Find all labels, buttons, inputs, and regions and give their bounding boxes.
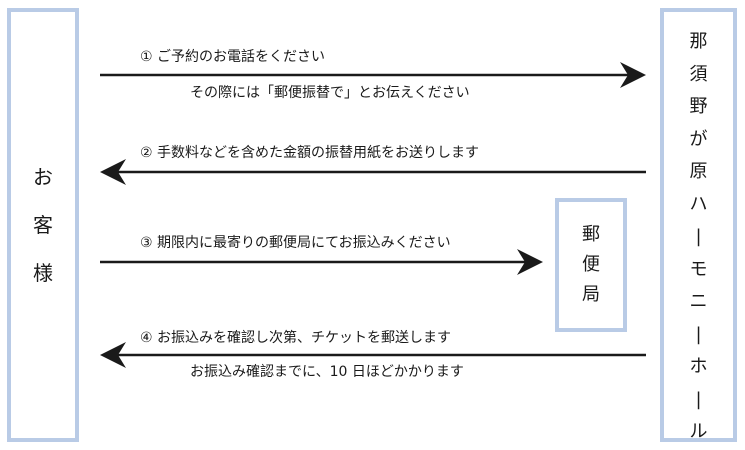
hall-label-char: 那 xyxy=(689,31,708,52)
step-3-label: ③ 期限内に最寄りの郵便局にてお振込みください xyxy=(140,235,451,251)
step-1-note: その際には「郵便振替で」とお伝えください xyxy=(190,85,470,101)
step-4-label: ④ お振込みを確認し次第、チケットを郵送します xyxy=(140,330,451,346)
post-office-box: 郵便局 xyxy=(555,198,627,332)
customer-label-char: 様 xyxy=(33,261,53,285)
customer-label-char: 客 xyxy=(33,213,53,237)
post-office-label-char: 便 xyxy=(582,254,600,275)
hall-label-char: ホ xyxy=(689,356,708,377)
hall-label-char: 須 xyxy=(689,63,708,85)
hall-box: 那須野が原ハ | モニ | ホ | ル xyxy=(660,8,737,442)
hall-label-char: モ xyxy=(689,258,708,280)
hall-label-char: | xyxy=(695,226,702,247)
arrow-step-4 xyxy=(100,342,646,368)
arrow-step-1 xyxy=(100,62,646,88)
hall-label-char: 野 xyxy=(689,96,708,117)
hall-label-char: 原 xyxy=(689,161,708,182)
post-office-label-char: 局 xyxy=(582,284,600,305)
arrow-step-3 xyxy=(100,249,543,275)
hall-label-char: | xyxy=(695,388,702,410)
post-office-label-char: 郵 xyxy=(582,224,600,245)
customer-box: お客様 xyxy=(7,8,79,442)
hall-label-char: が xyxy=(689,128,708,150)
arrow-step-2 xyxy=(100,159,646,185)
hall-label-char: ニ xyxy=(689,291,708,312)
hall-label-char: ル xyxy=(689,421,708,442)
step-2-label: ② 手数料などを含めた金額の振替用紙をお送りします xyxy=(140,145,479,161)
step-1-label: ① ご予約のお電話をください xyxy=(140,49,326,65)
step-4-note: お振込み確認までに、10 日ほどかかります xyxy=(190,364,464,380)
hall-label-char: ハ xyxy=(689,193,708,215)
hall-label-char: | xyxy=(695,323,702,345)
customer-label-char: お xyxy=(33,165,53,189)
